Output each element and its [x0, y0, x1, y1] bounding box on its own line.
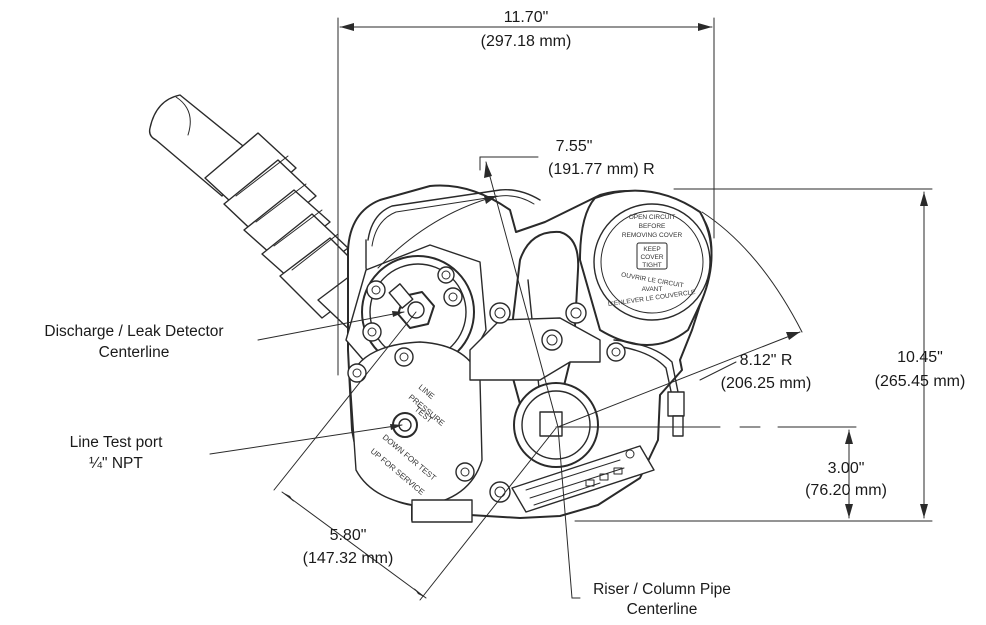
riser-callout-line2: Centerline [627, 601, 698, 618]
radius1-dim-mm: (191.77 mm) R [548, 161, 655, 178]
electrical-cover: OPEN CIRCUIT BEFORE REMOVING COVER KEEP … [579, 189, 713, 346]
radius2-dim-mm: (206.25 mm) [721, 375, 812, 392]
dimension-lines [209, 17, 933, 601]
height-dim-inch: 10.45" [897, 349, 943, 366]
pump-head-body: OPEN CIRCUIT BEFORE REMOVING COVER KEEP … [148, 94, 713, 523]
cover-french-line2: AVANT [642, 286, 663, 293]
linetest-callout-line2: ¼" NPT [89, 455, 143, 472]
height-dim-mm: (265.45 mm) [875, 373, 966, 390]
radius2-dim-inch: 8.12" R [740, 352, 793, 369]
width-dim-inch: 11.70" [504, 9, 549, 26]
discharge-callout-line2: Centerline [99, 344, 170, 361]
discharge-callout-line1: Discharge / Leak Detector [44, 323, 223, 340]
offset-dim-mm: (76.20 mm) [805, 482, 887, 499]
riser-callout-line1: Riser / Column Pipe [593, 581, 731, 598]
nameplate [511, 445, 655, 513]
diag-dim-mm: (147.32 mm) [303, 550, 394, 567]
linetest-callout-line1: Line Test port [70, 434, 163, 451]
cover-keep-line2: COVER [640, 254, 663, 261]
radius1-dim-inch: 7.55" [556, 138, 593, 155]
cover-warning-line2: BEFORE [639, 223, 666, 230]
cover-keep-line3: TIGHT [642, 262, 662, 269]
width-dim-mm: (297.18 mm) [481, 33, 572, 50]
bolts [347, 266, 626, 503]
callout-labels: Discharge / Leak Detector Centerline Lin… [44, 323, 731, 618]
cover-warning-line1: OPEN CIRCUIT [629, 214, 676, 221]
diag-dim-inch: 5.80" [330, 527, 367, 544]
cover-keep-line1: KEEP [643, 246, 660, 253]
dimension-labels: 11.70" (297.18 mm) 7.55" (191.77 mm) R 8… [303, 9, 966, 567]
cover-warning-line3: REMOVING COVER [622, 232, 683, 239]
offset-dim-inch: 3.00" [828, 460, 865, 477]
